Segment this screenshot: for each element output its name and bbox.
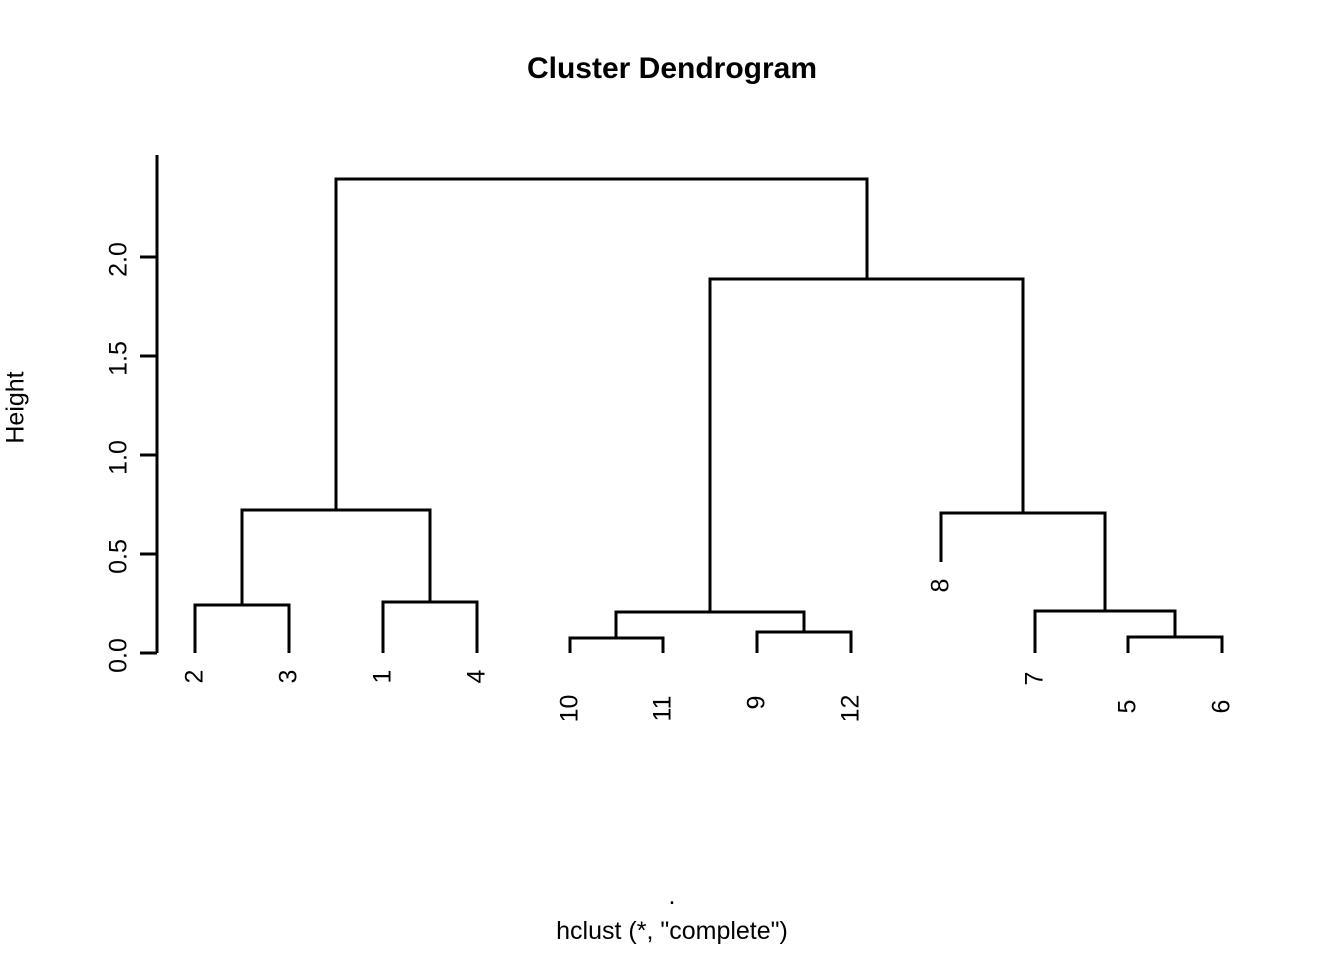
link-10-11	[568, 636, 665, 653]
link-5-6	[1126, 635, 1224, 653]
page-title: Cluster Dendrogram	[526, 52, 818, 85]
leaf-label-5: 5	[1113, 699, 1142, 714]
link-cluster-a	[240, 508, 432, 605]
leaf-label-1: 1	[368, 669, 397, 684]
link-9-12	[755, 630, 853, 653]
link-cluster-b	[614, 610, 806, 638]
x-axis-title: .	[668, 882, 676, 910]
leaf-label-6: 6	[1207, 699, 1236, 714]
y-tick-label-4: 2.0	[104, 242, 133, 277]
leaf-label-3: 3	[274, 669, 303, 684]
leaf-label-2: 2	[180, 669, 209, 684]
leaf-label-12: 12	[836, 694, 865, 723]
plot-subtitle: hclust (*, "complete")	[556, 917, 788, 945]
leaf-label-11: 11	[648, 695, 677, 722]
y-tick-label-3: 1.5	[104, 341, 133, 376]
y-tick-label-0: 0.0	[104, 638, 133, 673]
link-cluster-d	[939, 511, 1107, 611]
leaf-label-7: 7	[1020, 671, 1049, 686]
link-root	[334, 177, 869, 510]
y-tick-label-2: 1.0	[104, 440, 133, 475]
link-cluster-e	[708, 277, 1025, 612]
y-axis-ticks	[140, 255, 157, 655]
leaf-label-10: 10	[555, 694, 584, 723]
y-tick-label-1: 0.5	[104, 539, 133, 574]
leaf-label-9: 9	[742, 695, 771, 710]
link-cluster-c	[1033, 609, 1177, 653]
dendrogram-links	[193, 177, 1224, 653]
leaf-label-8: 8	[926, 578, 955, 593]
leaf-label-4: 4	[462, 669, 491, 684]
